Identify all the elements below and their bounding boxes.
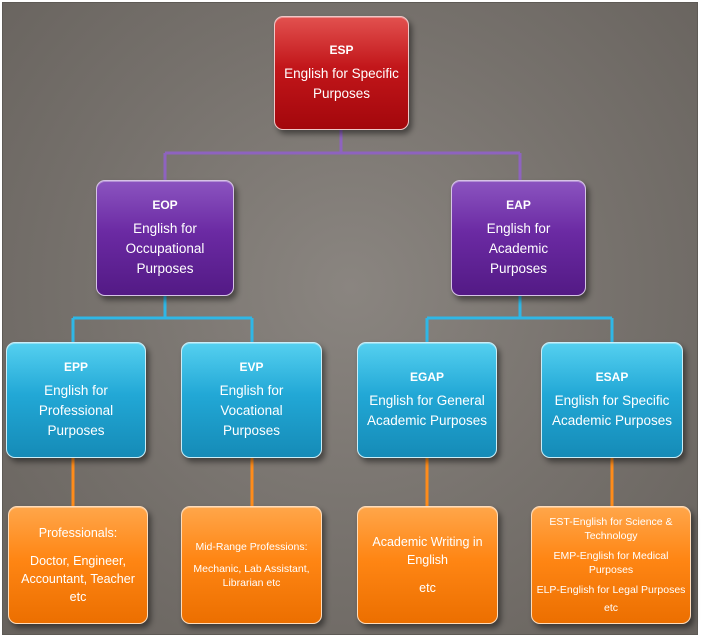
node-esap-code: ESAP: [595, 369, 629, 384]
node-evp-line: Purposes: [222, 422, 281, 438]
node-academic-writing: Academic Writing in English etc: [357, 506, 498, 624]
node-epp-code: EPP: [63, 359, 88, 374]
leaf-line: EMP-English for Medical: [553, 550, 669, 562]
node-esap: ESAP English for Specific Academic Purpo…: [541, 342, 683, 458]
leaf-line: Librarian etc: [222, 577, 281, 589]
leaf-line: EST-English for Science &: [549, 516, 673, 528]
node-egap-line: English for General: [369, 392, 485, 408]
leaf-line: English: [407, 553, 448, 567]
node-eap: EAP English for Academic Purposes: [451, 180, 586, 296]
node-eop-line: Occupational: [125, 240, 205, 256]
node-eop-code: EOP: [152, 197, 178, 212]
node-epp: EPP English for Professional Purposes: [6, 342, 146, 458]
leaf-line: Purposes: [588, 564, 634, 576]
connector-root: [163, 130, 522, 180]
node-specific-academic: EST-English for Science & Technology EMP…: [531, 506, 691, 624]
leaf-line: Professionals:: [38, 526, 118, 540]
node-evp-line: English for Vocational: [219, 382, 284, 418]
node-eop-line: English for: [133, 220, 197, 236]
leaf-line: Academic Writing in: [372, 535, 483, 549]
leaf-line: ELP-English for Legal Purposes: [536, 584, 686, 596]
node-epp-line: English for: [44, 382, 108, 398]
node-epp-line: Professional Purposes: [38, 402, 114, 438]
node-eap-line: English for Academic: [486, 220, 551, 256]
node-professionals: Professionals: Doctor, Engineer, Account…: [8, 506, 148, 624]
node-mid-range: Mid-Range Professions: Mechanic, Lab Ass…: [181, 506, 322, 624]
leaf-line: Mechanic, Lab Assistant,: [193, 563, 310, 575]
node-eop-line: Purposes: [136, 260, 194, 276]
node-egap-line: Academic Purposes: [366, 412, 488, 428]
node-esap-line: Academic Purposes: [551, 412, 673, 428]
node-esp-line: English for Specific: [284, 65, 399, 81]
leaf-line: etc: [69, 590, 87, 604]
leaf-line: Technology: [584, 530, 638, 542]
leaf-line: Doctor, Engineer,: [30, 554, 126, 568]
node-eop: EOP English for Occupational Purposes: [96, 180, 234, 296]
connector-eap: [425, 296, 614, 342]
node-esp: ESP English for Specific Purposes: [274, 16, 409, 130]
node-egap-code: EGAP: [409, 369, 444, 384]
node-eap-code: EAP: [506, 197, 531, 212]
leaf-line: etc: [419, 581, 436, 595]
node-eap-line: Purposes: [489, 260, 548, 276]
leaf-line: Mid-Range Professions:: [195, 541, 308, 553]
leaf-line: Accountant, Teacher: [21, 572, 135, 586]
node-evp: EVP English for Vocational Purposes: [181, 342, 322, 458]
connector-level3: [71, 458, 614, 506]
connector-eop: [71, 296, 254, 342]
node-esap-line: English for Specific: [554, 392, 670, 408]
node-evp-code: EVP: [239, 359, 264, 374]
node-egap: EGAP English for General Academic Purpos…: [357, 342, 497, 458]
node-esp-code: ESP: [329, 42, 354, 57]
leaf-line: etc: [603, 602, 618, 614]
node-esp-line: Purposes: [312, 85, 371, 101]
